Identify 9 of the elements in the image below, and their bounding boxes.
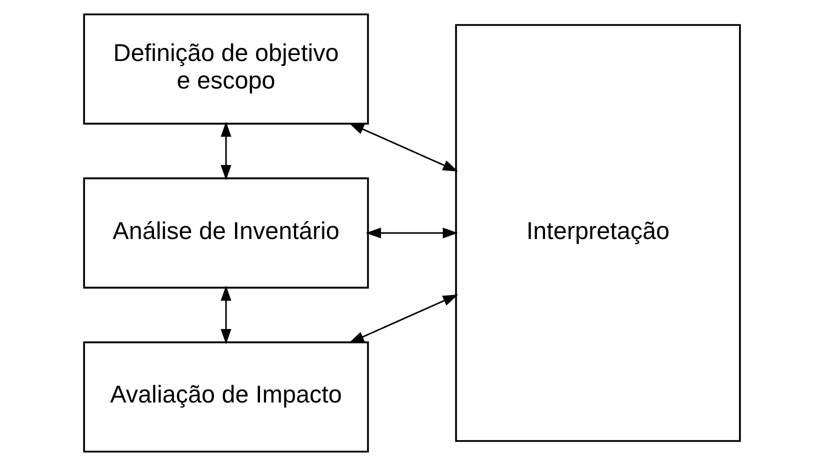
- node-box: Definição de objetivo e escopo: [83, 13, 369, 125]
- arrow: [348, 122, 458, 172]
- arrow: [366, 228, 458, 238]
- arrow: [220, 286, 232, 344]
- node-box: Interpretação: [455, 24, 741, 442]
- node-box: Análise de Inventário: [83, 177, 369, 289]
- arrow: [220, 122, 232, 180]
- arrow: [348, 294, 458, 344]
- node-box: Avaliação de Impacto: [83, 341, 369, 453]
